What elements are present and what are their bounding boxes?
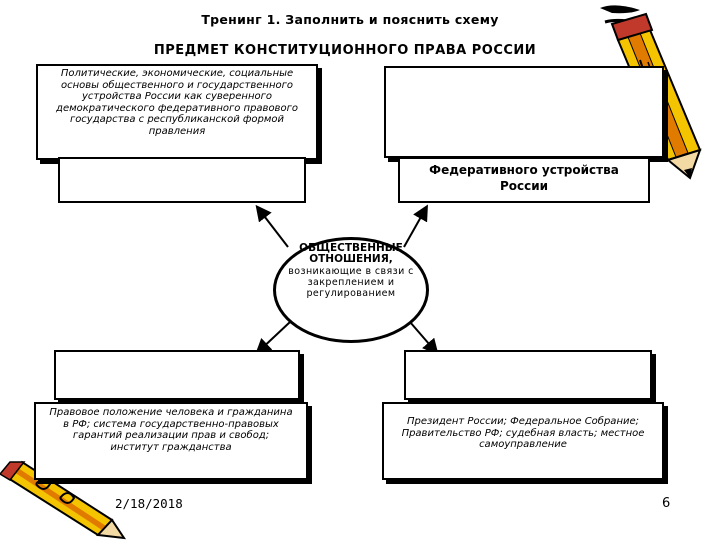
right-upper-filled-box: Федеративного устройства России — [398, 157, 650, 203]
top-left-box-text: Политические, экономические, социальные … — [56, 68, 298, 137]
center-circle-heading: ОБЩЕСТВЕННЫЕ ОТНОШЕНИЯ, — [299, 242, 403, 265]
slide-date: 2/18/2018 — [115, 496, 183, 511]
bottom-right-box-text: Президент России; Федеральное Собрание; … — [401, 416, 645, 450]
slide-title: Тренинг 1. Заполнить и пояснить схему — [201, 12, 499, 27]
connector-arrows — [255, 204, 439, 356]
top-left-filled-box: Политические, экономические, социальные … — [36, 64, 318, 160]
arrow-to-top-right — [403, 204, 428, 248]
top-right-empty-box — [384, 66, 664, 158]
slide-page-number: 6 — [662, 496, 671, 511]
bottom-left-empty-box — [54, 350, 300, 400]
right-upper-box-text: Федеративного устройства России — [429, 163, 619, 193]
diagram-subject-heading: ПРЕДМЕТ КОНСТИТУЦИОННОГО ПРАВА РОССИИ — [153, 43, 537, 58]
bottom-right-filled-box: Президент России; Федеральное Собрание; … — [382, 402, 664, 480]
bottom-left-box-text: Правовое положение человека и гражданина… — [49, 407, 293, 453]
arrow-to-bottom-left — [255, 321, 291, 355]
arrow-to-bottom-right — [409, 321, 439, 356]
arrow-to-top-left — [255, 204, 289, 248]
left-upper-empty-box — [58, 157, 306, 203]
center-circle-text: возникающие в связи с закреплением и рег… — [288, 266, 414, 299]
bottom-right-empty-box — [404, 350, 652, 400]
pencil-icon-bottom-left — [0, 460, 127, 540]
center-circle: ОБЩЕСТВЕННЫЕ ОТНОШЕНИЯ, возникающие в св… — [273, 237, 429, 343]
bottom-left-filled-box: Правовое положение человека и гражданина… — [34, 402, 308, 480]
